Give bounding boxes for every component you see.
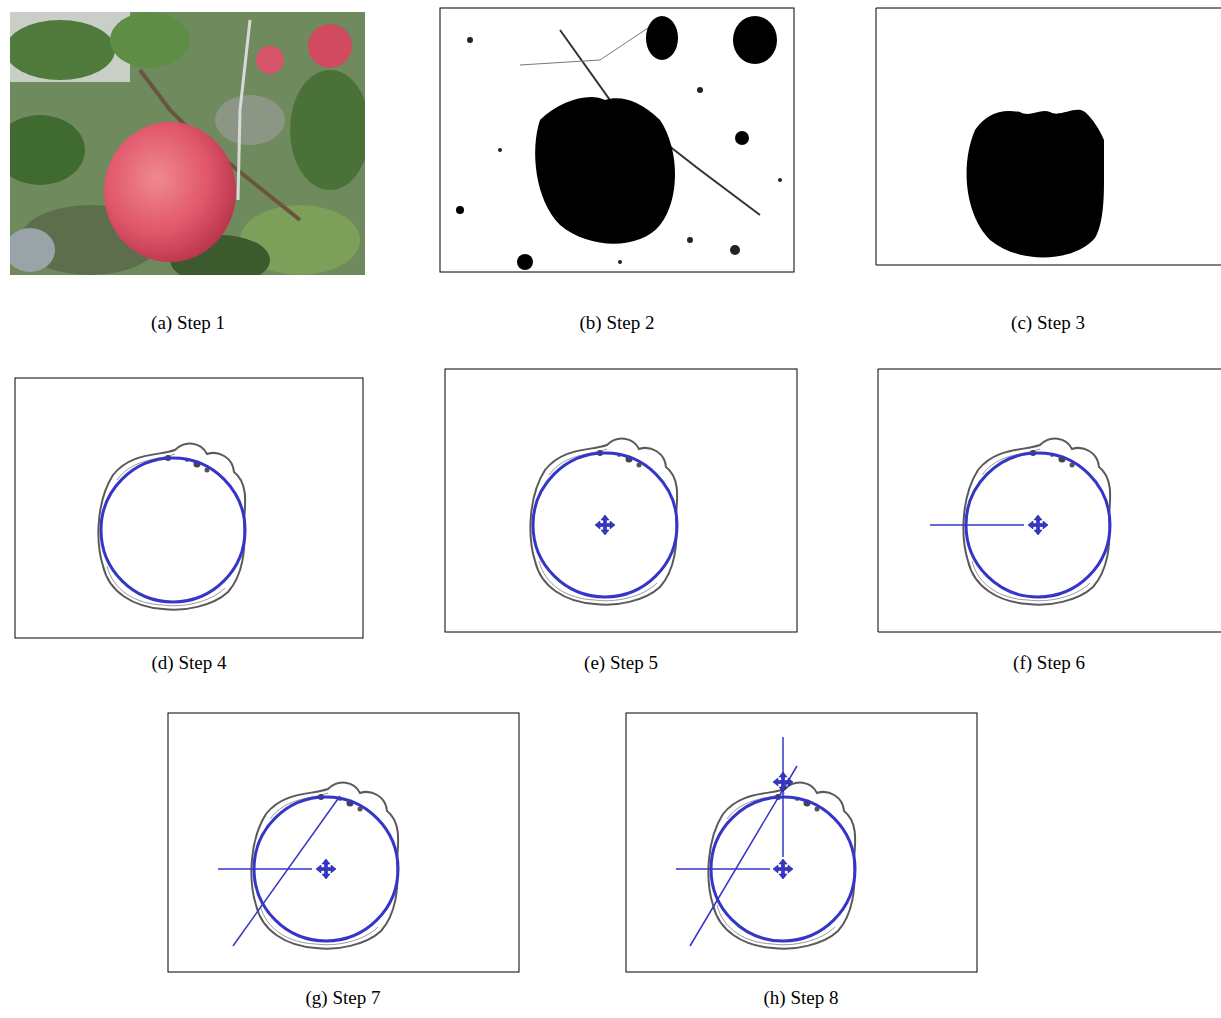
figure-part <box>963 439 1110 605</box>
figure-part <box>10 228 55 272</box>
figure-part <box>782 737 784 857</box>
figure-part <box>778 178 782 182</box>
figure-part <box>878 369 1221 632</box>
figure-part <box>676 868 770 870</box>
figure-part <box>595 515 615 535</box>
figure-part <box>10 115 85 185</box>
figure-part <box>690 766 797 946</box>
panel-caption: (b) Step 2 <box>580 312 655 335</box>
binary-image-panel <box>440 8 794 272</box>
circle-fit-panel <box>15 378 363 638</box>
figure-part <box>530 439 677 605</box>
figure-part <box>876 8 1221 265</box>
center-panel <box>445 369 797 632</box>
apple-photo <box>10 12 365 275</box>
figure-part <box>520 20 660 65</box>
figure-part <box>626 713 977 972</box>
figure-part <box>697 87 703 93</box>
figure-part <box>773 859 793 879</box>
figure-part <box>101 458 245 602</box>
figure-part <box>967 110 1104 258</box>
figure-part <box>233 796 340 946</box>
panel-caption: (a) Step 1 <box>151 312 225 335</box>
figure-part <box>730 245 740 255</box>
panel-caption: (d) Step 4 <box>152 652 227 675</box>
figure-part <box>445 369 797 632</box>
panel-caption: (e) Step 5 <box>584 652 658 675</box>
figure-part <box>238 20 250 200</box>
figure-part <box>10 20 115 80</box>
figure-part <box>646 16 678 60</box>
figure-part <box>308 24 352 68</box>
figure-part <box>215 95 285 145</box>
stem-point-panel <box>626 713 977 972</box>
figure-part <box>456 206 464 214</box>
segmented-panel <box>876 8 1221 265</box>
figure-part <box>930 524 1024 526</box>
panel-caption: (g) Step 7 <box>306 987 381 1010</box>
figure-part <box>290 70 365 190</box>
figure-part <box>168 713 519 972</box>
figure-part <box>256 46 284 74</box>
figure-part <box>773 772 793 792</box>
figure-part <box>687 237 693 243</box>
figure-part <box>498 148 502 152</box>
figure-part <box>533 453 677 597</box>
tangent-panel <box>168 713 519 972</box>
figure-part <box>110 12 190 68</box>
panel-caption: (h) Step 8 <box>764 987 839 1010</box>
figure-part <box>535 97 675 244</box>
figure-part <box>733 16 777 64</box>
figure-part <box>104 122 236 262</box>
figure-part <box>618 260 622 264</box>
panel-caption: (c) Step 3 <box>1011 312 1085 335</box>
figure-part <box>316 859 336 879</box>
figure-part <box>98 444 245 610</box>
figure-part <box>218 868 312 870</box>
figure-part <box>467 37 473 43</box>
panel-caption: (f) Step 6 <box>1013 652 1085 675</box>
figure-part <box>735 131 749 145</box>
figure-part <box>517 254 533 270</box>
figure-part <box>440 8 794 272</box>
figure-part <box>251 783 398 949</box>
figure-part <box>15 378 363 638</box>
radius-panel <box>878 369 1221 632</box>
figure-part <box>708 783 855 949</box>
figure-part <box>1028 515 1048 535</box>
